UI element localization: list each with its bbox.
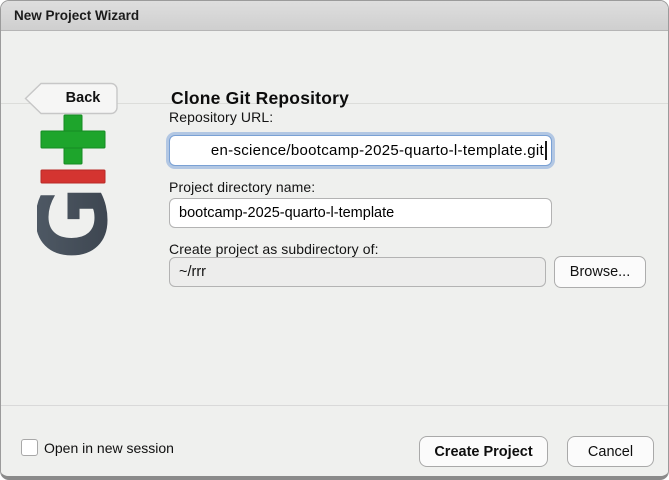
subdirectory-input[interactable]: ~/rrr [169,257,546,287]
subdirectory-label: Create project as subdirectory of: [169,241,379,257]
window-titlebar[interactable]: New Project Wizard [1,1,668,31]
cancel-button[interactable]: Cancel [567,436,654,467]
back-button[interactable]: Back [23,82,119,115]
git-logo-icon: G [17,113,129,260]
repository-url-label: Repository URL: [169,109,274,125]
project-directory-label: Project directory name: [169,179,316,195]
wizard-footer: Open in new session Create Project Cance… [1,405,668,476]
repository-url-input[interactable]: en-science/bootcamp-2025-quarto-l-templa… [169,135,552,166]
repository-url-value: en-science/bootcamp-2025-quarto-l-templa… [210,142,544,159]
git-plus [40,114,106,165]
project-directory-value: bootcamp-2025-quarto-l-template [179,205,395,221]
page-title: Clone Git Repository [171,88,350,108]
wizard-content: G Repository URL: en-science/bootcamp-20… [1,105,668,405]
create-project-button[interactable]: Create Project [419,436,548,467]
back-button-label: Back [65,90,101,106]
git-minus [40,169,106,184]
project-directory-input[interactable]: bootcamp-2025-quarto-l-template [169,198,552,228]
wizard-header: Back Clone Git Repository [1,31,668,115]
browse-button[interactable]: Browse... [554,256,646,288]
window-title: New Project Wizard [14,8,140,23]
text-caret [545,141,547,160]
open-new-session-label: Open in new session [44,440,174,456]
subdirectory-value: ~/rrr [179,264,206,280]
open-new-session-checkbox[interactable] [21,439,38,456]
git-letter-g: G [37,186,111,257]
